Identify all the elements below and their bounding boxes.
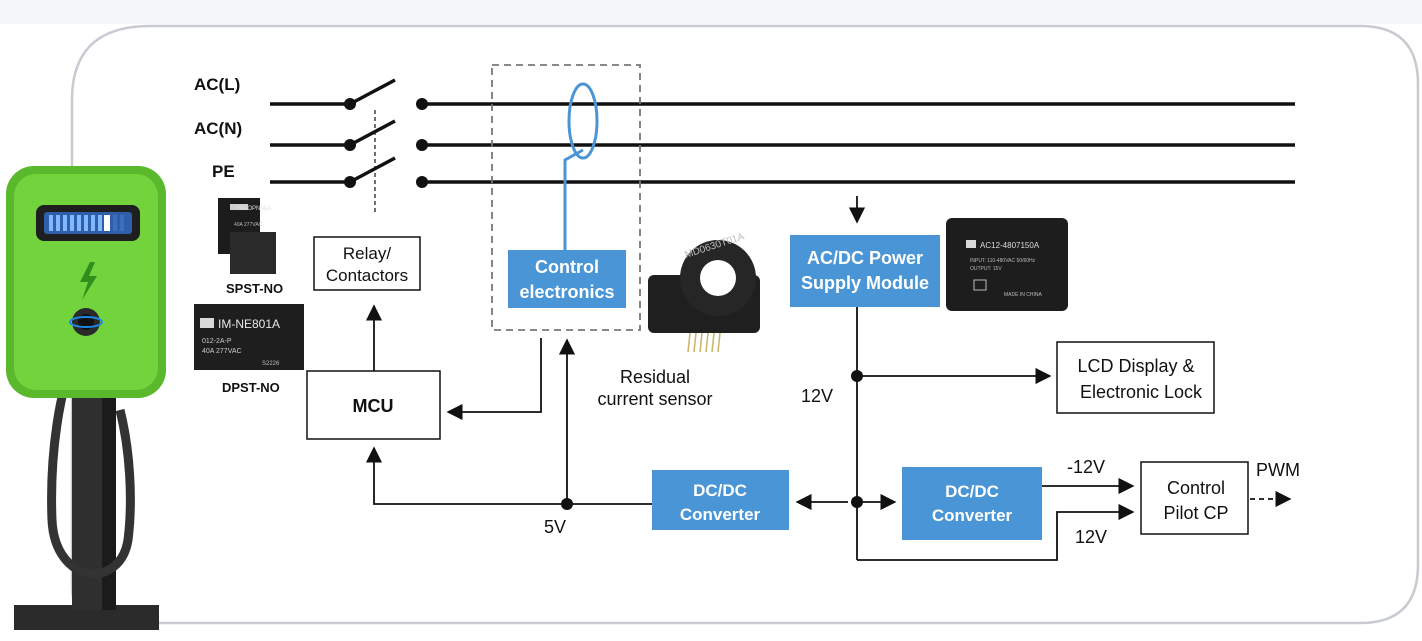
dcdc-converter-right-box [902,467,1042,540]
dpst-relay-image: IM-NE801A 012-2A-P 40A 277VAC S2226 [194,304,304,370]
pos12v-label: 12V [1075,527,1107,547]
acdc-label-line2: Supply Module [801,273,929,293]
switch-contacts [344,98,428,188]
connection-lines [365,304,1292,561]
dcdc-right-line1: DC/DC [945,482,999,501]
acdc-label-line1: AC/DC Power [807,248,923,268]
control-pilot-line1: Control [1167,478,1225,498]
ev-charger-illustration [6,166,166,630]
svg-text:AC12-4807150A: AC12-4807150A [980,241,1040,250]
spst-no-caption: SPST-NO [226,281,283,296]
dcdc-right-line2: Converter [932,506,1013,525]
svg-text:IM-NE801A: IM-NE801A [218,317,280,331]
pe-label: PE [212,162,235,181]
v12-main-label: 12V [801,386,833,406]
v5-label: 5V [544,517,566,537]
residual-label-line1: Residual [620,367,690,387]
lightning-icon [80,262,97,300]
lcd-label-line1: LCD Display & [1077,356,1194,376]
ac-l-label: AC(L) [194,75,240,94]
dcdc-left-line1: DC/DC [693,481,747,500]
current-transformer-coil [567,82,599,160]
dpst-no-caption: DPST-NO [222,380,280,395]
diagram-frame [70,24,1420,625]
spst-relay-image: HM-OPN01A 40A 277VAC [218,198,276,274]
pwm-label: PWM [1256,460,1300,480]
control-pilot-line2: Pilot CP [1163,503,1228,523]
neg12v-label: -12V [1067,457,1105,477]
residual-sensor-dashed-box [491,64,641,331]
svg-text:S2226: S2226 [262,361,280,367]
acdc-power-supply-box [790,235,940,307]
residual-label-line2: current sensor [597,389,712,409]
sensor-wire [563,148,584,250]
power-lines [270,78,1295,184]
svg-text:012-2A-P: 012-2A-P [202,338,232,345]
junction-dots [561,370,863,510]
svg-text:40A 277VAC: 40A 277VAC [202,348,242,355]
lcd-display-lock-box [1056,341,1215,414]
control-electronics-box [508,250,626,308]
residual-current-sensor-image: MD0630T01A [648,231,760,353]
acdc-module-image: AC12-4807150A INPUT: 110-480VAC 50/60Hz … [946,218,1068,311]
relay-label-line1: Relay/ [343,244,391,263]
svg-text:HM-OPN01A: HM-OPN01A [236,206,271,212]
mcu-label: MCU [353,396,394,416]
control-pilot-box [1140,461,1249,535]
dcdc-left-line2: Converter [680,505,761,524]
ac-n-label: AC(N) [194,119,242,138]
control-electronics-line2: electronics [519,282,614,302]
relay-contactors-box [313,236,421,291]
svg-text:OUTPUT: 15V: OUTPUT: 15V [970,266,1002,272]
top-band [0,0,1422,24]
relay-label-line2: Contactors [326,266,408,285]
svg-text:40A 277VAC: 40A 277VAC [234,222,263,228]
control-electronics-line1: Control [535,257,599,277]
svg-text:INPUT: 110-480VAC 50/60Hz: INPUT: 110-480VAC 50/60Hz [970,258,1036,264]
lcd-label-line2: Electronic Lock [1080,382,1203,402]
svg-text:MADE IN CHINA: MADE IN CHINA [1004,292,1042,298]
mcu-box [306,370,441,440]
dcdc-converter-left-box [652,470,789,530]
